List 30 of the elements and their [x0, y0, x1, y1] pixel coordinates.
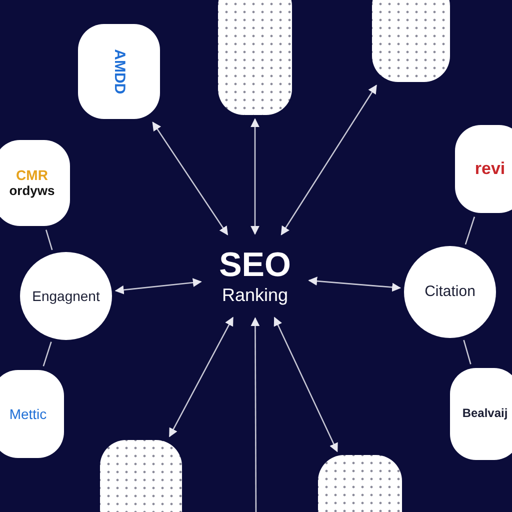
rounded-box — [450, 368, 512, 460]
arrow — [250, 118, 260, 235]
node-label: AMDD — [110, 49, 128, 94]
node-label: CMR — [16, 167, 48, 184]
rounded-box — [78, 24, 160, 119]
connector-line — [42, 342, 52, 366]
rounded-box — [0, 370, 64, 458]
connector-line — [463, 340, 472, 364]
arrow — [152, 122, 228, 236]
arrow — [250, 317, 260, 512]
connector-line — [464, 216, 476, 245]
dotted-card — [372, 0, 450, 82]
arrow — [308, 276, 402, 292]
rounded-box — [455, 125, 512, 213]
node-label: Citation — [424, 283, 476, 301]
arrow — [168, 316, 234, 438]
arrow — [114, 278, 202, 294]
heading-text: SEO — [219, 246, 291, 286]
arrow — [280, 84, 377, 236]
dotted-card — [100, 440, 182, 512]
subheading-text: Ranking — [222, 285, 288, 306]
node-label: ordyws — [9, 184, 55, 199]
rounded-box — [0, 140, 70, 226]
node-label: Engagnent — [32, 288, 100, 304]
node-label: revi — [474, 159, 506, 179]
connector-line — [45, 230, 53, 250]
arrow — [274, 316, 338, 452]
node-label: Bealvaij — [462, 407, 508, 421]
dotted-card — [218, 0, 292, 115]
node-label: Mettic — [9, 406, 47, 422]
